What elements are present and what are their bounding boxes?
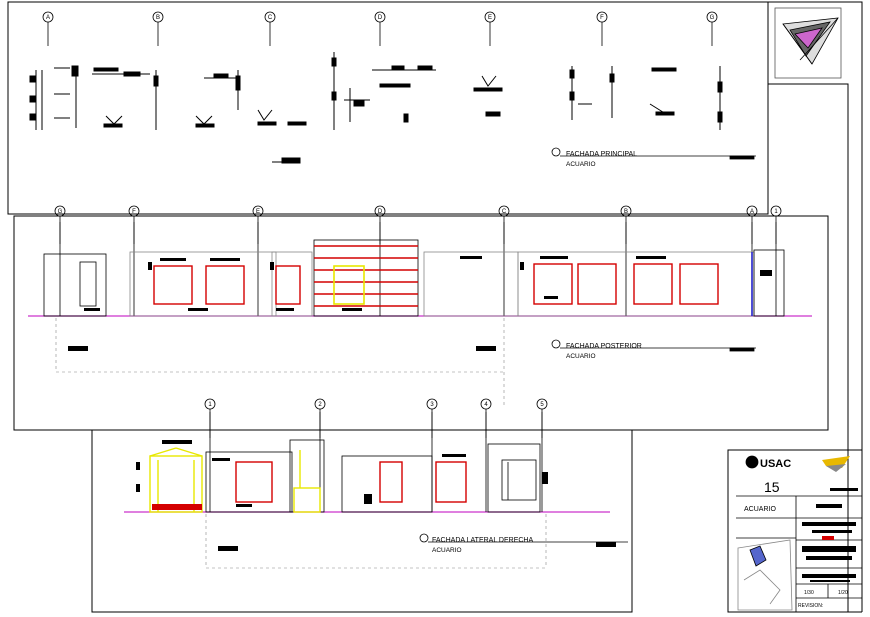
axis-label: B bbox=[624, 209, 628, 215]
axis-label: A bbox=[750, 209, 754, 215]
scale-b: 1/20 bbox=[838, 590, 848, 596]
axis-label: 2 bbox=[318, 402, 322, 408]
axes-top: A B C D E F G bbox=[42, 11, 718, 46]
axis-label: E bbox=[256, 209, 260, 215]
edition-number: 15 bbox=[764, 479, 780, 495]
bottom-view-subtitle: ACUARIO bbox=[432, 547, 462, 554]
middle-view-subtitle: ACUARIO bbox=[566, 353, 596, 360]
partner-logo-icon bbox=[822, 456, 850, 472]
project-name: ACUARIO bbox=[744, 506, 776, 513]
axis-label: 4 bbox=[484, 402, 488, 408]
revision-label: REVISION: bbox=[798, 603, 823, 609]
axis-label: 5 bbox=[540, 402, 544, 408]
middle-view-title: FACHADA POSTERIOR bbox=[566, 343, 642, 350]
axis-label: B bbox=[156, 15, 160, 21]
axis-label: 3 bbox=[430, 402, 434, 408]
university-name: USAC bbox=[760, 458, 791, 470]
view-title-markers bbox=[419, 147, 756, 543]
axis-label: G bbox=[710, 15, 715, 21]
top-plan-details bbox=[29, 52, 723, 164]
scale-a: 1/30 bbox=[804, 590, 814, 596]
axis-label: C bbox=[502, 209, 507, 215]
axis-label: 1 bbox=[208, 402, 212, 408]
title-block bbox=[736, 455, 862, 612]
right-side-elevation bbox=[124, 412, 616, 569]
triangle-logo-icon bbox=[774, 7, 842, 79]
axes-middle: G F E D C B A 1 bbox=[54, 205, 782, 244]
axes-bottom: 1 2 3 4 5 bbox=[204, 398, 548, 438]
axis-label: E bbox=[488, 15, 492, 21]
bottom-view-title: FACHADA LATERAL DERECHA bbox=[432, 537, 533, 544]
top-view-title: FACHADA PRINCIPAL bbox=[566, 151, 637, 158]
axis-label: C bbox=[268, 15, 273, 21]
axis-label: F bbox=[132, 209, 136, 215]
axis-label: D bbox=[378, 15, 383, 21]
axis-label: D bbox=[378, 209, 383, 215]
axis-label: F bbox=[600, 15, 604, 21]
axis-label: G bbox=[58, 209, 63, 215]
axis-label: 1 bbox=[774, 209, 778, 215]
rear-elevation bbox=[28, 222, 812, 406]
sheet-border bbox=[7, 1, 863, 613]
top-view-subtitle: ACUARIO bbox=[566, 161, 596, 168]
axis-label: A bbox=[46, 15, 50, 21]
